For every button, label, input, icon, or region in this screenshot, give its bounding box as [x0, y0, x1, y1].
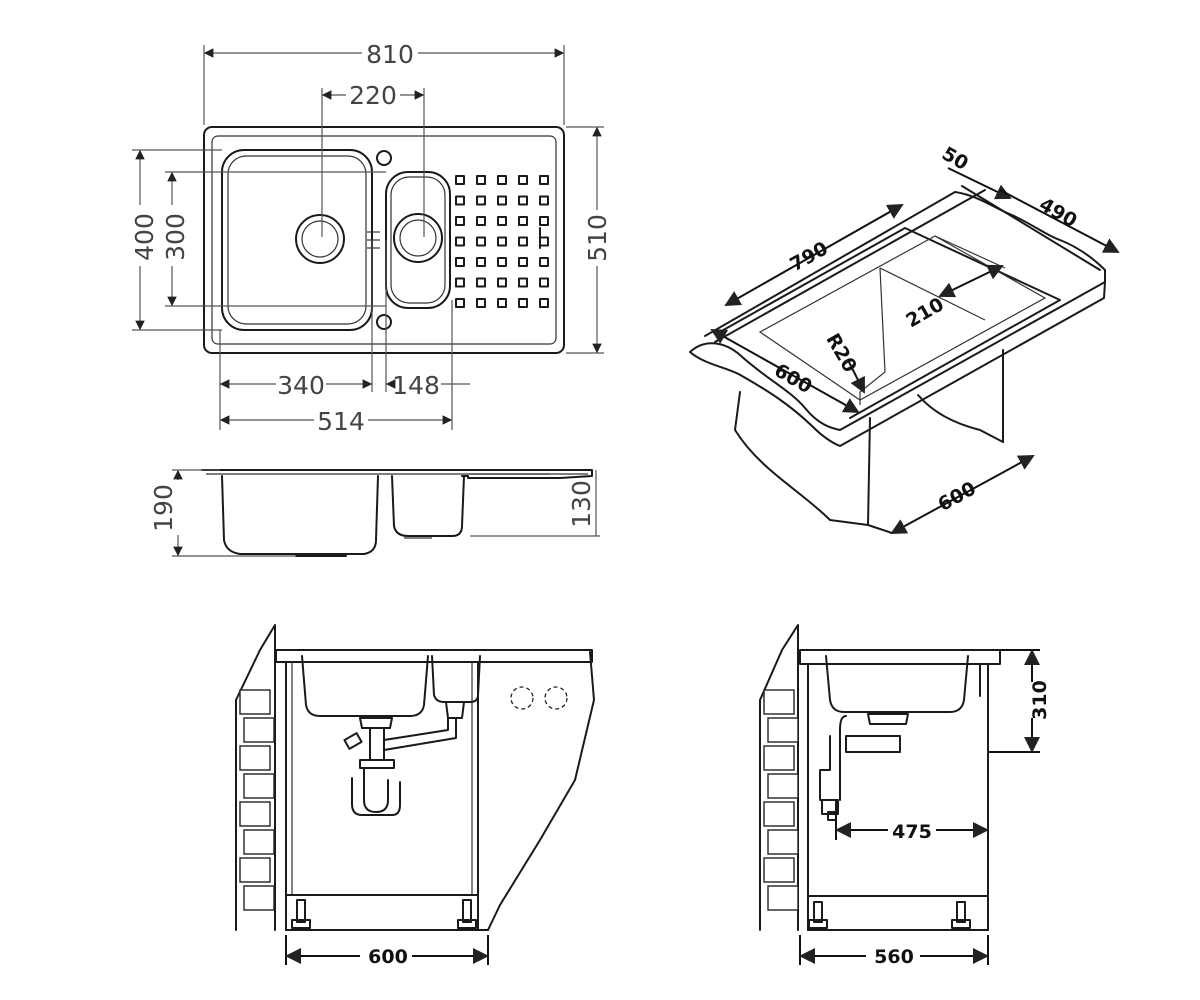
wall-brick	[767, 717, 799, 743]
drainer-hole	[539, 298, 549, 308]
drainer-hole	[455, 175, 465, 185]
overflow-hole	[376, 314, 392, 330]
wall-brick	[239, 801, 271, 827]
front-install-view: 600	[235, 624, 595, 968]
side-dim-475: 475	[892, 821, 932, 843]
dim-220: 220	[349, 81, 397, 110]
wall-brick	[767, 829, 799, 855]
top-view	[203, 126, 565, 354]
drainer-hole	[497, 257, 507, 267]
iso-dim-50: 50	[938, 143, 972, 175]
wall-brick	[763, 857, 795, 883]
drainer-hole	[539, 236, 549, 247]
iso-dim-490: 490	[1035, 193, 1080, 232]
drainer-hole	[539, 195, 549, 206]
iso-dim-r20: R20	[821, 330, 861, 377]
dashed-hole	[510, 686, 534, 710]
wall-brick	[767, 773, 799, 799]
front-dim-600: 600	[368, 946, 408, 968]
small-bowl	[385, 171, 451, 309]
side-section-view	[201, 469, 593, 557]
drainer-hole	[518, 257, 528, 267]
drainer-hole	[455, 216, 465, 226]
drainer-hole	[518, 175, 528, 185]
iso-dim-600-cabinet: 600	[934, 478, 979, 516]
wall-brick	[243, 717, 275, 743]
drainer-hole	[455, 298, 465, 308]
wall-brick	[763, 745, 795, 771]
dim-810: 810	[366, 40, 414, 69]
wall-brick	[763, 801, 795, 827]
side-dim-310: 310	[1029, 680, 1051, 720]
main-drain	[295, 214, 345, 264]
wall-brick	[243, 829, 275, 855]
wall-brick	[243, 773, 275, 799]
wall-brick	[243, 885, 275, 911]
drainer-hole	[518, 216, 528, 226]
drainer-hole	[476, 175, 486, 185]
drainer-hole	[476, 298, 486, 308]
wall-brick	[239, 745, 271, 771]
drainer-hole	[518, 277, 528, 288]
drainer-hole	[518, 298, 528, 308]
dim-514: 514	[317, 407, 365, 436]
drainer-hole	[497, 175, 507, 185]
wall-brick	[239, 689, 271, 715]
drainer-hole	[476, 216, 486, 226]
drainer-hole	[476, 195, 486, 206]
dim-340: 340	[277, 371, 325, 400]
wall-brick	[763, 689, 795, 715]
dashed-hole	[544, 686, 568, 710]
tap-hole	[376, 150, 392, 166]
drainer-hole	[497, 277, 507, 288]
drainer-hole	[539, 175, 549, 185]
drainer-hole	[539, 216, 549, 226]
drainer-hole	[476, 277, 486, 288]
drainer-hole	[455, 277, 465, 288]
side-dim-560: 560	[874, 946, 914, 968]
dim-400: 400	[130, 213, 159, 261]
drainer-hole	[455, 236, 465, 247]
dim-148: 148	[392, 371, 440, 400]
dim-510: 510	[583, 214, 612, 262]
drainer-hole	[497, 236, 507, 247]
isometric-view: 790 50 490 600 210 R20 600	[689, 143, 1120, 534]
dim-190: 190	[149, 484, 178, 532]
dim-300: 300	[161, 213, 190, 261]
side-install-view: 310 475 560	[759, 624, 1051, 968]
drainer-hole	[539, 257, 549, 267]
drainer-hole	[539, 277, 549, 288]
drainer-hole	[455, 257, 465, 267]
iso-dim-210: 210	[902, 293, 947, 332]
drainer-hole	[497, 216, 507, 226]
drainer-hole	[455, 195, 465, 206]
drainer-hole	[497, 298, 507, 308]
side-section-dimensions: 190 130	[149, 469, 600, 557]
drainer-hole	[476, 257, 486, 267]
small-drain	[393, 213, 443, 263]
drainer-hole	[518, 236, 528, 247]
wall-brick	[767, 885, 799, 911]
wall-brick	[239, 857, 271, 883]
dim-130: 130	[567, 480, 596, 528]
iso-dim-790: 790	[786, 238, 831, 276]
drainer-hole	[476, 236, 486, 247]
drainer-hole	[518, 195, 528, 206]
drainer-grid	[455, 175, 549, 308]
drainer-hole	[497, 195, 507, 206]
top-view-dimensions: 810 220 510 400 300 340 148	[130, 40, 612, 436]
